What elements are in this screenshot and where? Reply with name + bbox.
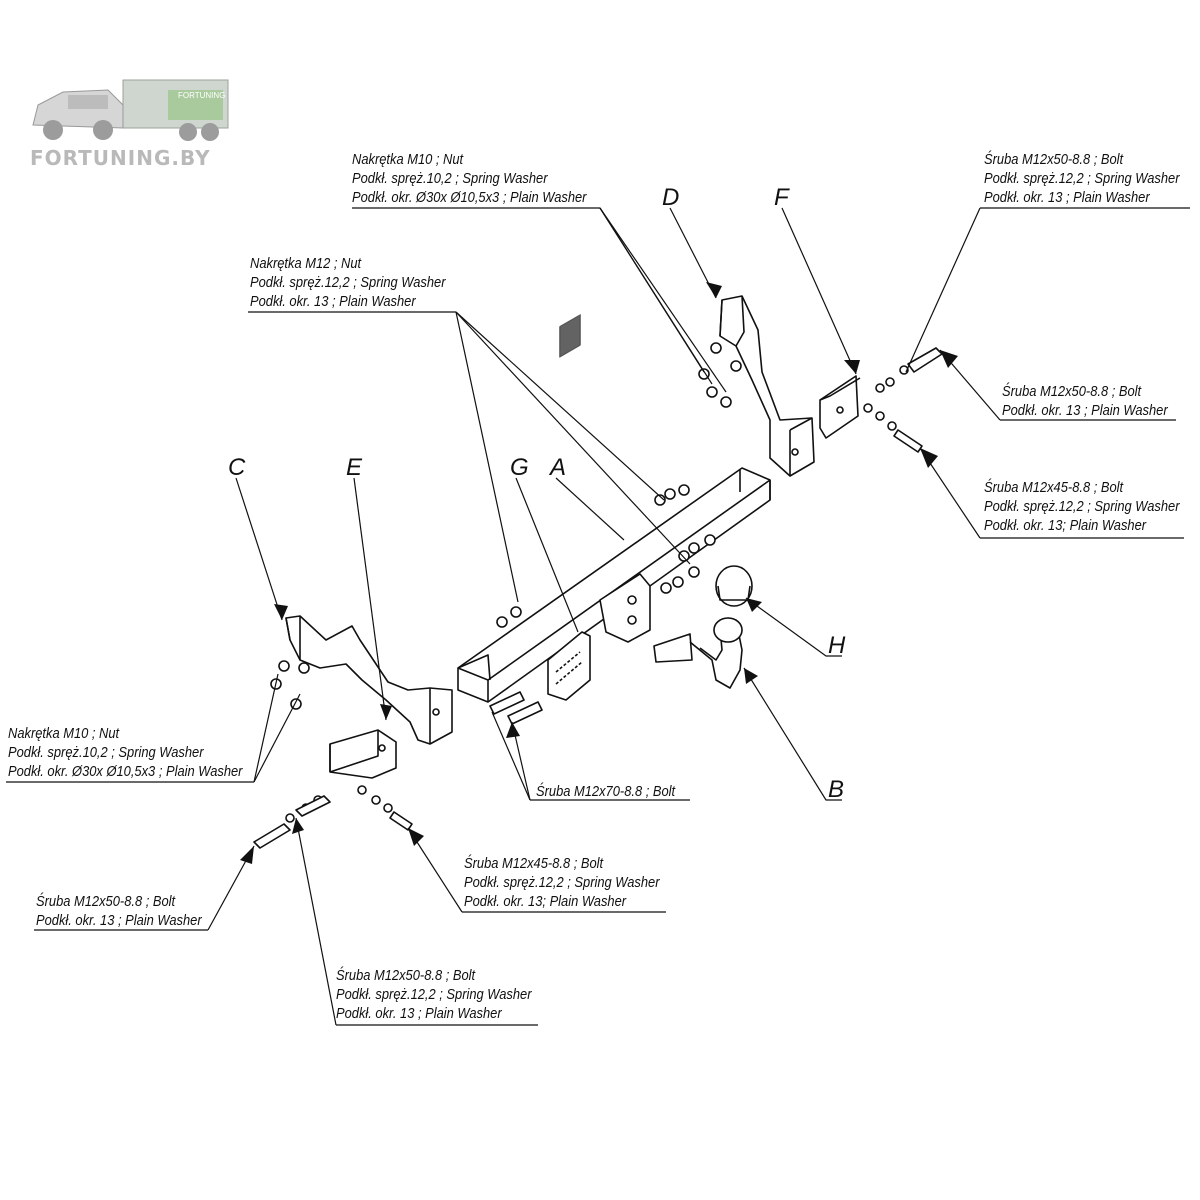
watermark-logo: FORTUNING	[28, 70, 238, 170]
right-bracket	[719, 295, 861, 477]
part-letter-a: A	[550, 454, 567, 481]
part-letter-h: H	[828, 632, 846, 659]
hitch-plate	[547, 314, 651, 701]
part-letter-g: G	[510, 454, 529, 481]
truck-trailer-icon: FORTUNING	[32, 79, 229, 141]
part-letter-f: F	[774, 184, 789, 211]
arrowheads	[240, 282, 958, 864]
watermark-text: FORTUNING.BY	[30, 146, 211, 170]
part-letter-d: D	[662, 184, 680, 211]
towball-neck	[653, 565, 753, 689]
part-letter-c: C	[228, 454, 246, 481]
svg-text:FORTUNING: FORTUNING	[178, 91, 225, 100]
part-letter-b: B	[828, 776, 845, 803]
crossbar-tube	[457, 467, 771, 703]
fasteners	[253, 342, 943, 849]
callout-bolt-m12x70: Śruba M12x70-8.8 ; Bolt	[536, 783, 676, 800]
part-letter-e: E	[346, 454, 363, 481]
tow-ball	[715, 565, 753, 607]
left-bracket	[285, 615, 453, 779]
